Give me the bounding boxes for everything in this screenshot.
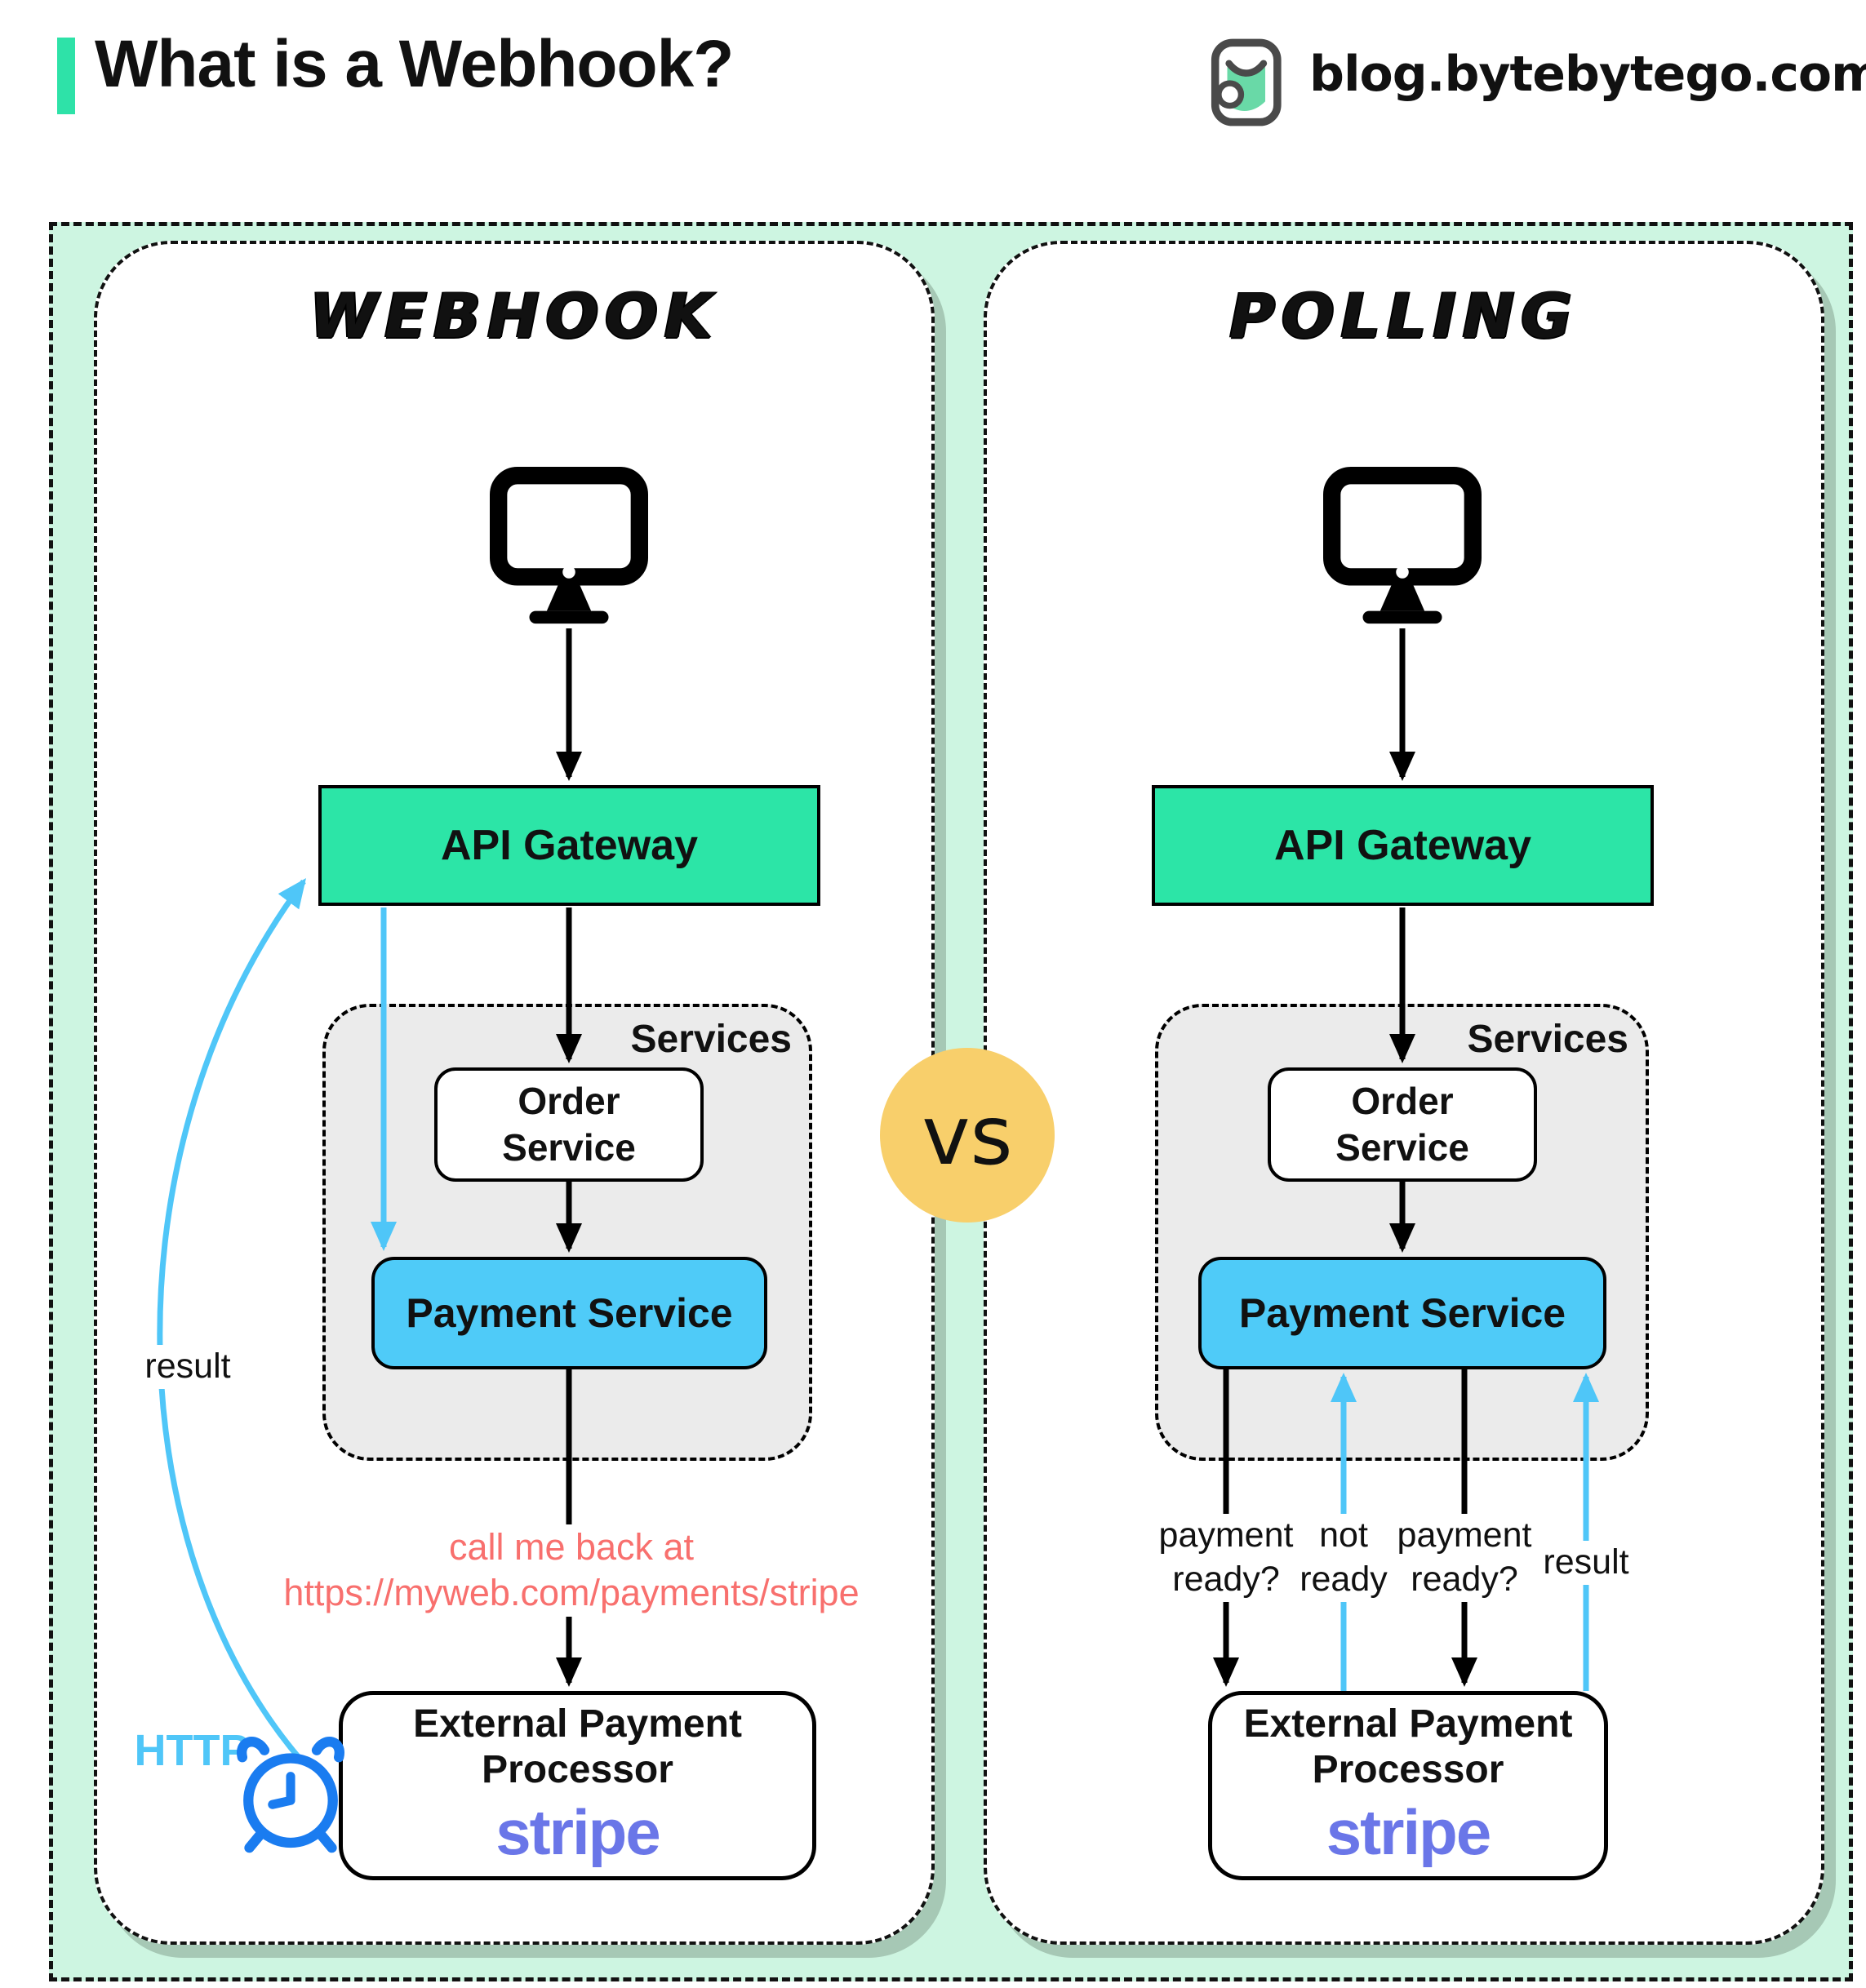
payment-service-box: Payment Service — [1198, 1257, 1606, 1369]
services-group-label: Services — [630, 1018, 792, 1061]
result-arrow-label: result — [114, 1345, 261, 1389]
payment-ready-request-label-1: payment ready? — [1153, 1514, 1300, 1602]
result-response-label: result — [1525, 1541, 1647, 1585]
external-payment-processor-label: External Payment Processor — [413, 1702, 742, 1791]
computer-monitor-icon — [1323, 467, 1482, 624]
computer-monitor-icon — [490, 467, 648, 624]
page-title: What is a Webhook? — [95, 27, 734, 101]
webhook-panel-title: WEBHOOK — [309, 279, 719, 352]
callback-note-line1: call me back at — [443, 1524, 700, 1571]
callback-note-line2: https://myweb.com/payments/stripe — [278, 1570, 864, 1617]
external-payment-processor-box: External Payment Processor stripe — [339, 1691, 816, 1880]
external-payment-processor-label: External Payment Processor — [1243, 1702, 1573, 1791]
api-gateway-box: API Gateway — [1152, 785, 1654, 906]
payment-ready-request-label-2: payment ready? — [1391, 1514, 1538, 1602]
services-group-label: Services — [1467, 1018, 1628, 1061]
bytebytego-logo-icon — [1211, 38, 1282, 126]
title-accent-bar — [57, 38, 75, 114]
order-service-box: Order Service — [434, 1067, 704, 1182]
order-service-box: Order Service — [1268, 1067, 1537, 1182]
polling-panel-title: POLLING — [1229, 279, 1579, 352]
payment-service-box: Payment Service — [371, 1257, 767, 1369]
site-url: blog.bytebytego.com — [1309, 46, 1866, 103]
api-gateway-box: API Gateway — [318, 785, 820, 906]
external-payment-processor-box: External Payment Processor stripe — [1208, 1691, 1608, 1880]
vs-label: vs — [922, 1087, 1013, 1183]
stripe-logo: stripe — [495, 1795, 660, 1868]
vs-badge: vs — [880, 1048, 1055, 1223]
alarm-clock-icon — [237, 1737, 344, 1853]
stripe-logo: stripe — [1326, 1795, 1491, 1868]
not-ready-response-label: not ready — [1295, 1514, 1393, 1602]
callback-note: call me back at https://myweb.com/paymen… — [269, 1524, 873, 1617]
